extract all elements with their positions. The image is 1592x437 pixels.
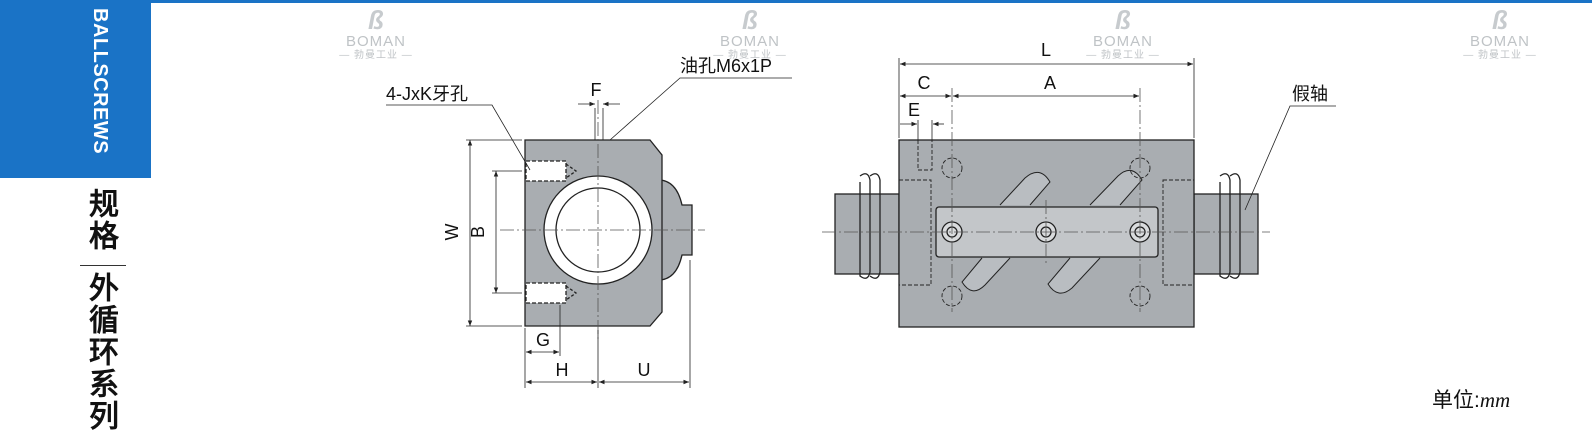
watermark-brand: BOMAN <box>1092 33 1153 50</box>
watermark-brand: BOMAN <box>345 33 406 50</box>
watermark-cn: — 勃曼工业 — <box>1086 50 1160 61</box>
watermark-brand: BOMAN <box>1469 33 1530 50</box>
sidebar-banner <box>0 0 151 178</box>
dim-label-U: U <box>638 360 651 380</box>
dim-label-E: E <box>908 100 920 120</box>
dim-label-H: H <box>556 360 569 380</box>
watermark-cn: — 勃曼工业 — <box>1463 50 1537 61</box>
watermark: ß BOMAN — 勃曼工业 — <box>695 6 805 62</box>
dim-label-C: C <box>918 73 931 93</box>
front-labels: F 油孔M6x1P 4-JxK牙孔 W B G H U <box>386 56 772 380</box>
boman-logo-icon: ß <box>1115 5 1131 35</box>
sidebar-title: BALLSCREWS <box>89 8 111 155</box>
sidebar-subtitle-series: 外循环系列 <box>84 272 117 432</box>
watermark-cn: — 勃曼工业 — <box>339 50 413 61</box>
unit-value: mm <box>1479 388 1511 412</box>
dim-label-F: F <box>591 80 602 100</box>
sidebar-divider <box>80 265 126 266</box>
unit-prefix: 单位: <box>1432 389 1480 412</box>
dim-label-G: G <box>536 330 550 350</box>
dim-label-B: B <box>468 226 488 238</box>
boman-logo-icon: ß <box>742 5 758 35</box>
watermark-brand: BOMAN <box>719 33 780 50</box>
dim-label-W: W <box>442 224 462 241</box>
tap-hole-label: 4-JxK牙孔 <box>386 84 468 104</box>
dim-label-A: A <box>1044 73 1056 93</box>
dummy-shaft-label: 假轴 <box>1292 84 1328 104</box>
side-view <box>834 139 1259 328</box>
side-dimensions <box>898 58 1336 211</box>
side-centerlines <box>822 88 1270 312</box>
dim-label-L: L <box>1041 40 1051 60</box>
front-view <box>524 139 693 327</box>
watermark: ß BOMAN — 勃曼工业 — <box>1068 6 1178 62</box>
watermark: ß BOMAN — 勃曼工业 — <box>321 6 431 62</box>
oil-hole-label: 油孔M6x1P <box>680 56 772 76</box>
boman-logo-icon: ß <box>1492 5 1508 35</box>
side-labels: L C A E 假轴 <box>908 40 1328 120</box>
sidebar-subtitle-spec: 规格 <box>84 188 117 252</box>
front-centerlines <box>500 100 705 340</box>
watermark: ß BOMAN — 勃曼工业 — <box>1445 6 1555 62</box>
boman-logo-icon: ß <box>368 5 384 35</box>
top-accent-line <box>0 0 1592 3</box>
watermark-cn: — 勃曼工业 — <box>713 50 787 61</box>
unit-note: 单位:mm <box>1432 384 1510 414</box>
front-dimensions <box>386 77 792 388</box>
